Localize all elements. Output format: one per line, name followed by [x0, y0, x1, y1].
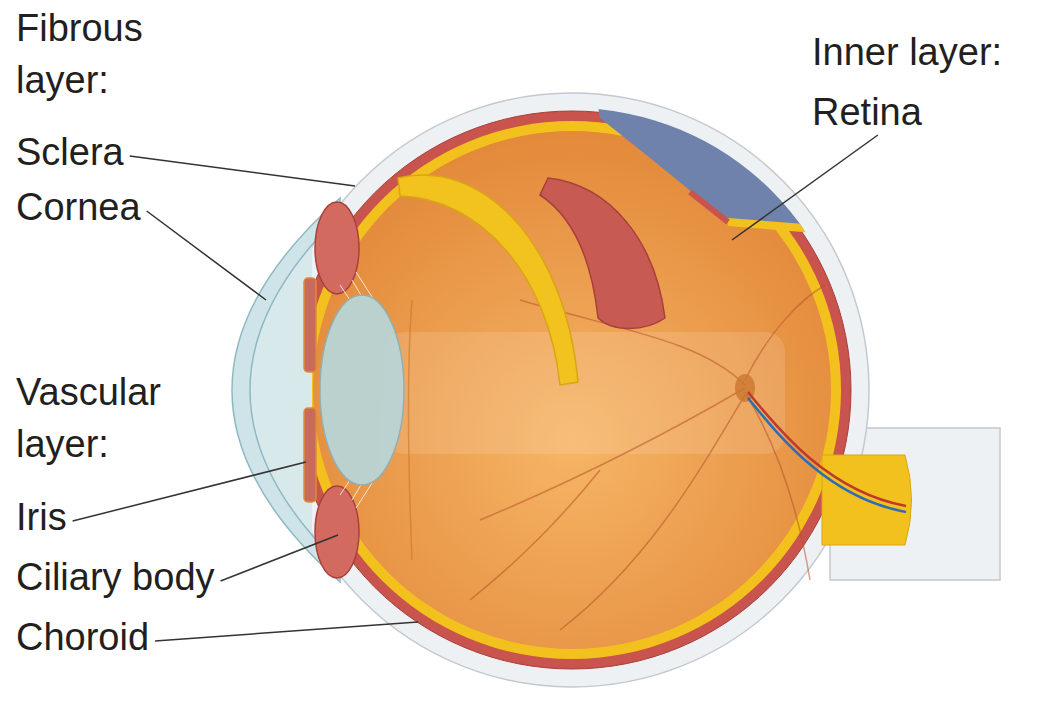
retinal-vessel [470, 470, 600, 600]
retina-flap [398, 175, 578, 385]
retinal-vessel [480, 388, 745, 520]
retina-cut-edge [728, 222, 930, 238]
zonule-fibre [340, 285, 350, 300]
part-label: Sclera [16, 126, 124, 178]
retinal-vessels [470, 285, 825, 630]
zonule-fibre [340, 480, 350, 495]
leader-line [221, 535, 338, 581]
vitreous-edge [409, 300, 413, 560]
retinal-vessel [745, 285, 825, 380]
part-label: Iris [16, 491, 67, 543]
part-label: Ciliary body [16, 551, 215, 603]
central-artery [748, 392, 906, 506]
choroid-cut-edge [690, 192, 728, 222]
cutaway-wall [590, 60, 930, 238]
leader-line [73, 462, 306, 521]
retinal-vessel [745, 392, 810, 580]
leader-line [147, 211, 266, 300]
part-label: Cornea [16, 181, 141, 233]
iris-band [304, 278, 316, 372]
iris-band [304, 408, 316, 502]
part-label: Vascular layer: [16, 366, 226, 470]
central-vein [748, 398, 906, 512]
leader-line [732, 135, 878, 240]
retinal-vessel [560, 395, 745, 630]
part-label: Retina [812, 86, 922, 138]
part-label: Choroid [16, 611, 149, 663]
part-label: Inner layer: [812, 26, 1002, 78]
leader-line [155, 622, 418, 641]
lens [320, 295, 404, 485]
hyaloid-band [385, 332, 785, 454]
leader-line [130, 156, 355, 186]
part-label: Fibrous layer: [16, 2, 206, 106]
sclera-layer [275, 93, 869, 687]
